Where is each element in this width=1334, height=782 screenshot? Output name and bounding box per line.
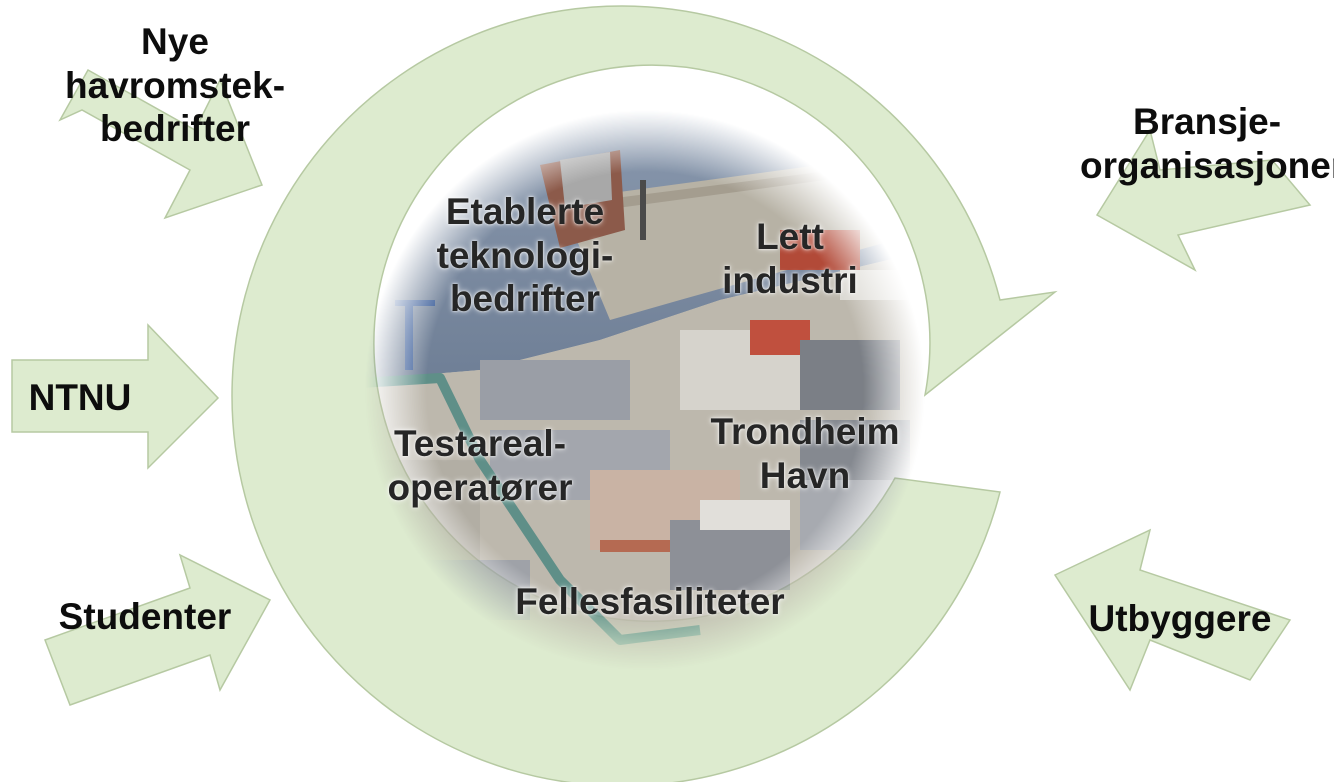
label-ntnu: NTNU bbox=[28, 377, 132, 418]
label-studenter: Studenter bbox=[58, 596, 232, 637]
arrow-ntnu bbox=[11, 323, 220, 470]
harbor-aerial-photo bbox=[359, 105, 930, 675]
label-trondheim-havn: Trondheim Havn bbox=[710, 411, 900, 496]
arrow-bransje bbox=[1095, 128, 1312, 272]
label-utbyggere: Utbyggere bbox=[1088, 598, 1272, 639]
label-nye-havromstek-bedrifter: Nye havromstek- bedrifter bbox=[64, 21, 286, 150]
label-lett-industri: Lett industri bbox=[722, 216, 858, 301]
label-fellesfasiliteter: Fellesfasiliteter bbox=[515, 581, 785, 622]
arrow-studenter bbox=[44, 553, 272, 706]
label-bransjeorganisasjoner: Bransje- organisasjoner bbox=[1080, 101, 1334, 186]
label-testarealoperatorer: Testareal- operatører bbox=[387, 423, 573, 508]
arrow-nye bbox=[58, 68, 263, 220]
arrow-utbyggere bbox=[1053, 528, 1292, 692]
label-etablerte-teknologibedrifter: Etablerte teknologi- bedrifter bbox=[436, 191, 614, 320]
